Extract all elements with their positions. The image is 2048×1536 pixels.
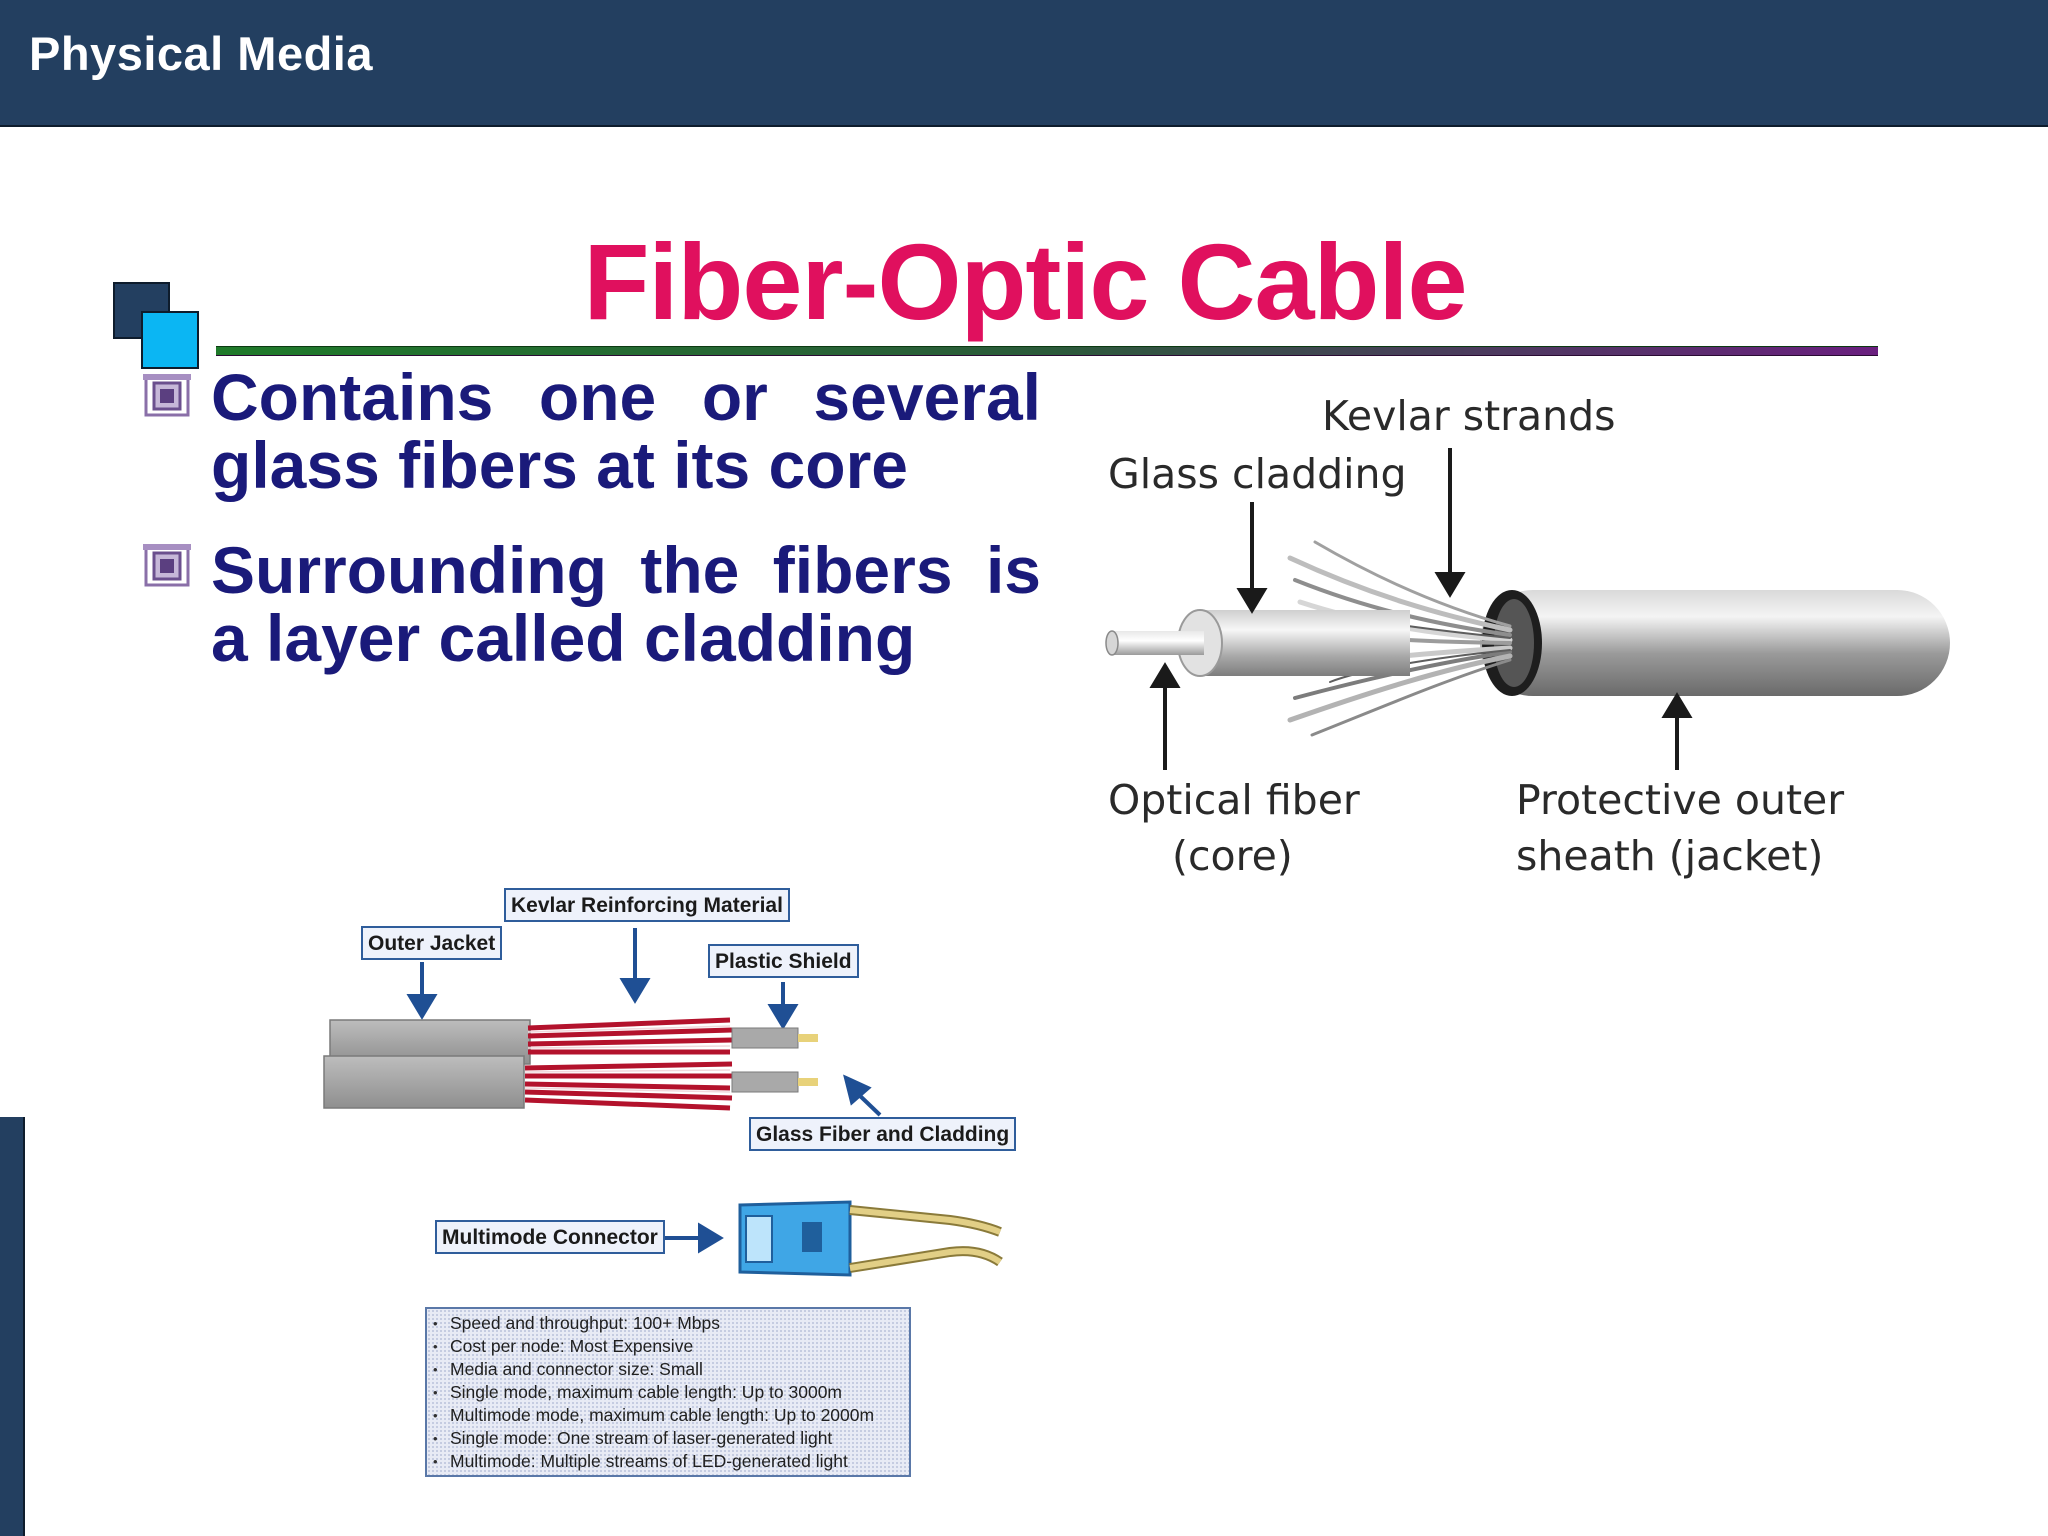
spec-item: Multimode mode, maximum cable length: Up… <box>433 1404 903 1427</box>
cladding-shape <box>1200 610 1410 676</box>
label-sheath-jacket: sheath (jacket) <box>1516 832 1824 880</box>
header-bar: Physical Media <box>0 0 2048 127</box>
spec-item: Multimode: Multiple streams of LED-gener… <box>433 1450 903 1473</box>
label-optical-fiber: Optical fiber <box>1108 776 1360 824</box>
kevlar-material-shape <box>524 1017 733 1111</box>
label-kevlar-strands: Kevlar strands <box>1322 392 1616 440</box>
bullet-item-2: Surrounding the fibers is a layer called… <box>211 536 1041 672</box>
plastic-shield-upper <box>731 1027 799 1049</box>
specs-box: Speed and throughput: 100+ Mbps Cost per… <box>425 1307 911 1477</box>
bullet-2-line-1: Surrounding the fibers is <box>211 533 1041 607</box>
glass-fiber-lower <box>798 1078 818 1086</box>
label-glass-cladding: Glass cladding <box>1108 450 1407 498</box>
label-protective-outer: Protective outer <box>1516 776 1845 824</box>
callout-arrows <box>406 928 882 1254</box>
callout-kevlar-reinforcing: Kevlar Reinforcing Material <box>504 888 790 922</box>
cable-jacket-lower <box>323 1055 525 1109</box>
callout-plastic-shield: Plastic Shield <box>708 944 859 978</box>
bullet-square-icon <box>143 544 191 587</box>
multimode-connector-shape <box>738 1200 1003 1277</box>
bullet-1-line-2: glass fibers at its core <box>211 428 908 502</box>
header-title: Physical Media <box>29 27 373 80</box>
label-core: (core) <box>1172 832 1293 880</box>
spec-item: Media and connector size: Small <box>433 1358 903 1381</box>
fiber-cable-illustration <box>1105 448 1950 770</box>
jacket-shape <box>1480 590 1950 696</box>
decor-square-light <box>141 311 199 369</box>
callout-multimode-connector: Multimode Connector <box>435 1220 665 1254</box>
diagram-arrows <box>1149 448 1693 770</box>
bullet-1-line-1: Contains one or several <box>211 360 1041 434</box>
spec-item: Speed and throughput: 100+ Mbps <box>433 1312 903 1335</box>
plastic-shield-lower <box>731 1071 799 1093</box>
slide-title: Fiber-Optic Cable <box>583 221 1467 342</box>
spec-item: Single mode: One stream of laser-generat… <box>433 1427 903 1450</box>
title-underline <box>216 346 1878 356</box>
core-shape <box>1112 631 1204 655</box>
connector-illustration <box>323 928 1003 1277</box>
spec-item: Single mode, maximum cable length: Up to… <box>433 1381 903 1404</box>
specs-list: Speed and throughput: 100+ Mbps Cost per… <box>433 1312 903 1473</box>
bullet-item-1: Contains one or several glass fibers at … <box>211 363 1041 499</box>
left-accent-bar <box>0 1117 25 1536</box>
callout-outer-jacket: Outer Jacket <box>361 926 503 960</box>
glass-fiber-upper <box>798 1034 818 1042</box>
spec-item: Cost per node: Most Expensive <box>433 1335 903 1358</box>
bullet-square-icon <box>143 374 191 417</box>
bullet-2-line-2: a layer called cladding <box>211 601 916 675</box>
callout-glass-fiber: Glass Fiber and Cladding <box>749 1117 1017 1151</box>
